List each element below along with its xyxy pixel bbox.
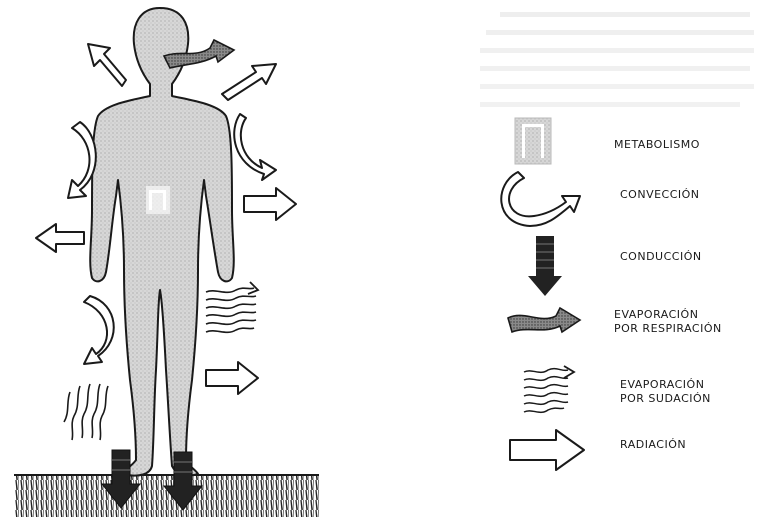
background-text-lines <box>480 12 754 107</box>
respiration-evaporation-legend-icon <box>508 308 580 332</box>
convection-legend-icon <box>501 172 580 226</box>
legend-label-evaporacion-respiracion: EVAPORACIÓN POR RESPIRACIÓN <box>614 308 722 336</box>
legend-label-metabolismo: METABOLISMO <box>614 138 700 152</box>
legend-label-conveccion: CONVECCIÓN <box>620 188 700 202</box>
conduction-legend-icon <box>528 236 562 296</box>
legend-label-evaporacion-sudacion: EVAPORACIÓN POR SUDACIÓN <box>620 378 711 406</box>
legend-label-radiacion: RADIACIÓN <box>620 438 686 452</box>
human-figure <box>90 8 234 476</box>
sweat-evaporation-legend-icon <box>524 366 574 412</box>
radiation-legend-icon <box>510 430 584 470</box>
legend-label-conduccion: CONDUCCIÓN <box>620 250 702 264</box>
metabolismo-legend-icon <box>515 118 551 164</box>
ground <box>14 475 319 517</box>
